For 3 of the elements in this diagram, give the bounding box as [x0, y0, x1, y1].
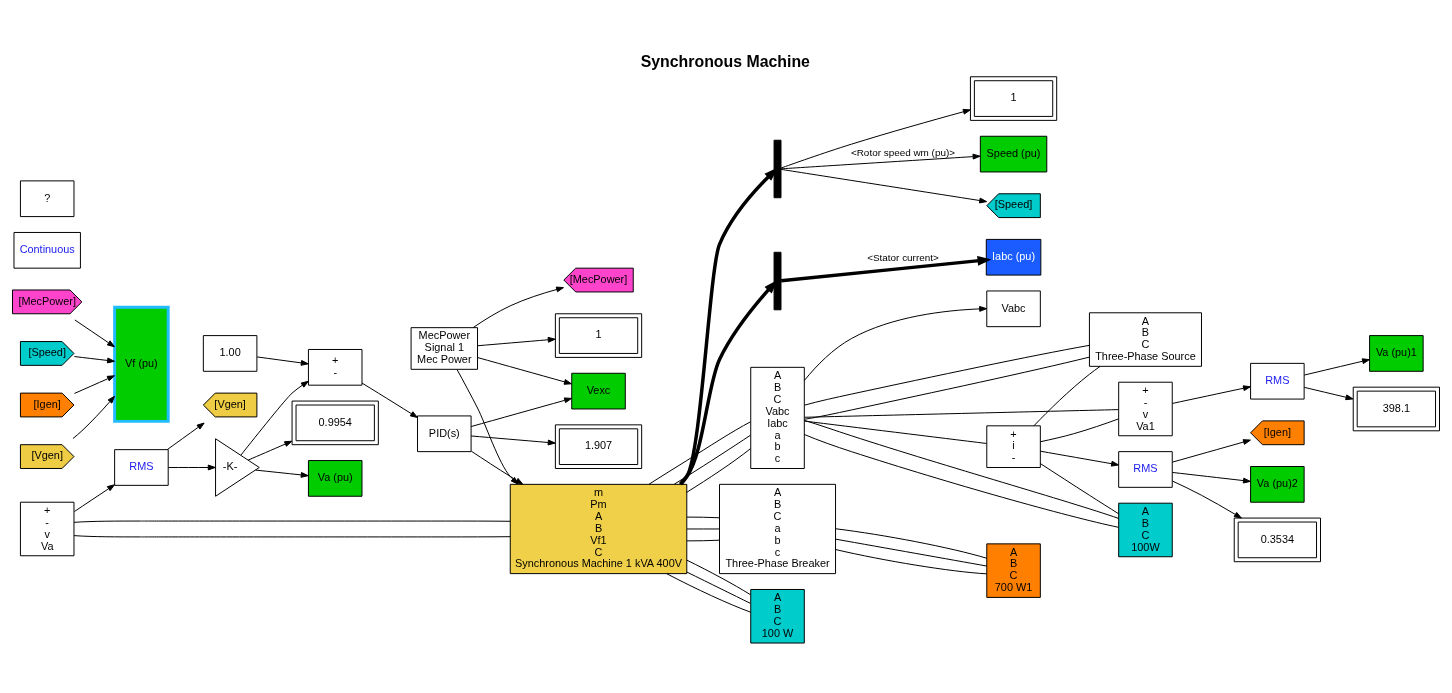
- edge-label: <Rotor speed wm (pu)>: [850, 146, 956, 158]
- edge-label: <Stator current>: [867, 251, 939, 263]
- diagram-title: Synchronous Machine: [640, 52, 810, 70]
